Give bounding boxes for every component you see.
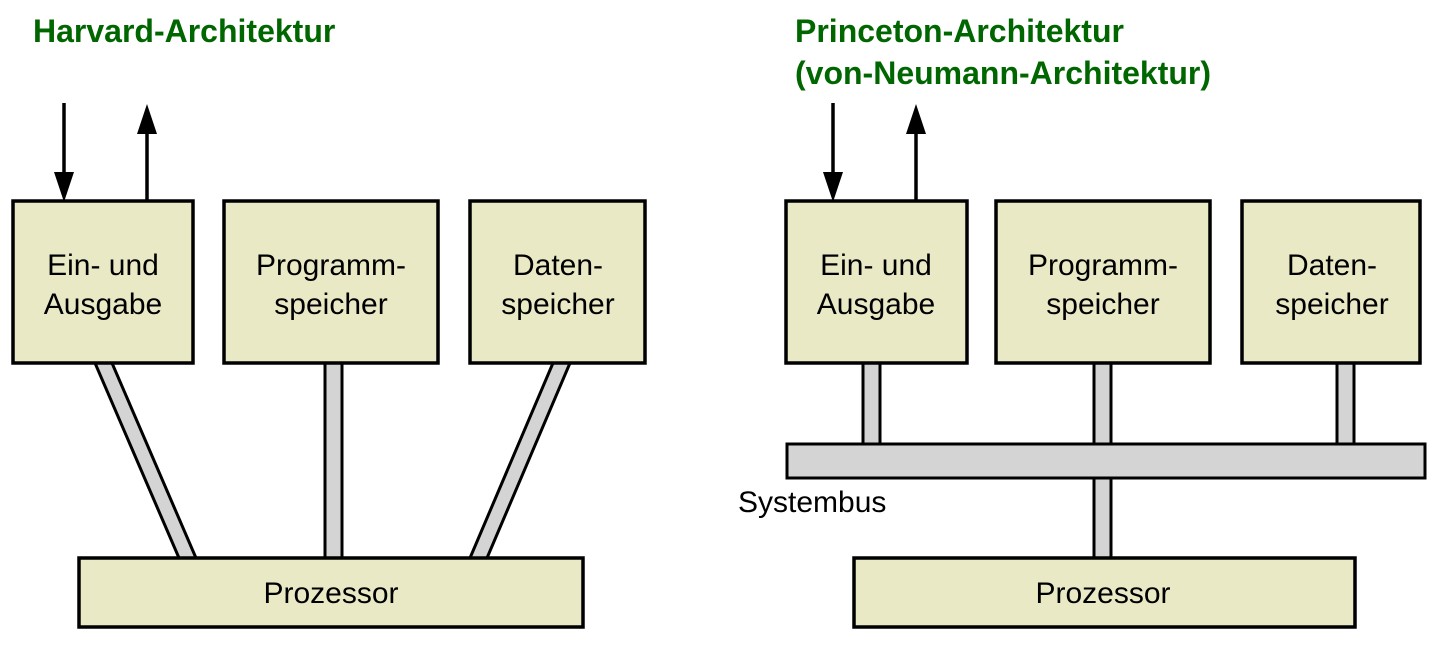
harvard-bus-program xyxy=(323,361,344,560)
princeton-box-program[interactable]: Programm- speicher xyxy=(994,199,1212,365)
systembus-bar xyxy=(785,442,1427,480)
harvard-box-data[interactable]: Daten- speicher xyxy=(468,199,647,365)
princeton-processor[interactable]: Prozessor xyxy=(852,556,1357,629)
harvard-processor-rect xyxy=(77,556,585,629)
harvard-box-io-rect xyxy=(11,199,195,365)
princeton-box-program-rect xyxy=(994,199,1212,365)
princeton-input-arrow-head xyxy=(823,172,843,202)
harvard-bus-io xyxy=(92,361,199,560)
princeton-output-arrow-head xyxy=(906,104,926,134)
harvard-box-data-line1: Daten- xyxy=(513,249,603,282)
princeton-box-data[interactable]: Daten- speicher xyxy=(1240,199,1422,365)
harvard-box-program[interactable]: Programm- speicher xyxy=(222,199,440,365)
princeton-box-program-line1: Programm- xyxy=(1028,249,1178,282)
princeton-title-line1: Princeton-Architektur xyxy=(795,13,1124,49)
harvard-processor-label: Prozessor xyxy=(263,577,398,610)
princeton-box-data-rect xyxy=(1240,199,1422,365)
princeton-bus-data xyxy=(1335,361,1356,449)
princeton-bus-io xyxy=(861,361,882,449)
princeton-box-io-rect xyxy=(784,199,969,365)
princeton-bus-processor xyxy=(1092,474,1113,562)
princeton-title-line2: (von-Neumann-Architektur) xyxy=(795,55,1211,91)
harvard-box-program-rect xyxy=(222,199,440,365)
princeton-box-program-line2: speicher xyxy=(1046,288,1159,321)
princeton-processor-rect xyxy=(852,556,1357,629)
princeton-diagram-group: Princeton-Architektur (von-Neumann-Archi… xyxy=(738,13,1427,629)
harvard-input-arrow-head xyxy=(54,172,74,202)
princeton-output-arrow xyxy=(906,104,926,201)
princeton-box-io[interactable]: Ein- und Ausgabe xyxy=(784,199,969,365)
princeton-input-arrow xyxy=(823,103,843,202)
harvard-title: Harvard-Architektur xyxy=(33,13,335,49)
harvard-bus-data xyxy=(467,361,573,560)
harvard-input-arrow xyxy=(54,103,74,202)
princeton-box-io-line1: Ein- und xyxy=(820,249,932,282)
harvard-box-data-rect xyxy=(468,199,647,365)
harvard-box-program-line1: Programm- xyxy=(256,249,406,282)
princeton-box-data-line1: Daten- xyxy=(1287,249,1377,282)
harvard-diagram-group: Harvard-Architektur Ein- und Ausgab xyxy=(11,13,647,629)
harvard-box-io-line2: Ausgabe xyxy=(44,288,162,321)
systembus-label: Systembus xyxy=(738,486,886,519)
harvard-box-program-line2: speicher xyxy=(274,288,387,321)
princeton-bus-program xyxy=(1092,361,1113,449)
princeton-box-io-line2: Ausgabe xyxy=(817,288,935,321)
harvard-box-io[interactable]: Ein- und Ausgabe xyxy=(11,199,195,365)
harvard-box-data-line2: speicher xyxy=(501,288,614,321)
princeton-box-data-line2: speicher xyxy=(1275,288,1388,321)
harvard-output-arrow xyxy=(137,104,157,201)
harvard-box-io-line1: Ein- und xyxy=(47,249,159,282)
princeton-processor-label: Prozessor xyxy=(1035,577,1170,610)
harvard-output-arrow-head xyxy=(137,104,157,134)
harvard-processor[interactable]: Prozessor xyxy=(77,556,585,629)
